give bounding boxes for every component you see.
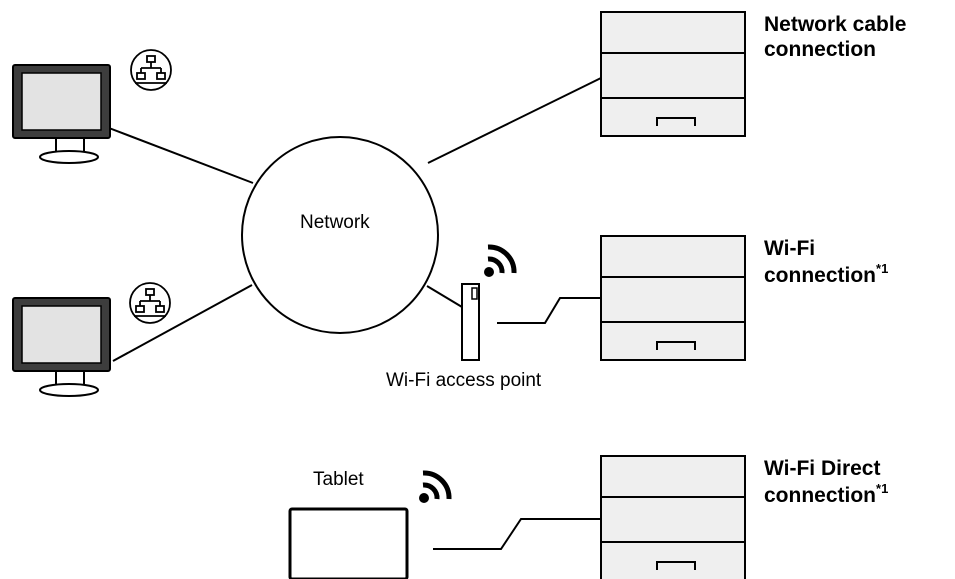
network-circle xyxy=(241,136,439,334)
access-point-icon xyxy=(461,283,480,361)
computer-icon xyxy=(12,297,111,397)
line-network-printer1 xyxy=(427,77,602,164)
wifi-direct-connection-line1: Wi-Fi Direct xyxy=(764,457,881,480)
wifi-direct-connection-footnote: *1 xyxy=(876,481,889,497)
printer-icon xyxy=(600,11,746,137)
wifi-connection-line2-wrap: connection*1 xyxy=(764,261,888,288)
line-computer1-network xyxy=(108,127,254,184)
wireless-link-accesspoint-printer2 xyxy=(497,297,601,324)
wifi-connection-label: Wi-Fi connection*1 xyxy=(764,236,888,288)
connection-lines xyxy=(108,77,602,550)
line-computer2-network xyxy=(112,284,253,362)
wifi-direct-connection-line2: connection xyxy=(764,484,877,508)
wifi-signal-icon xyxy=(484,244,517,277)
wifi-access-point-label: Wi-Fi access point xyxy=(386,370,542,391)
wifi-direct-connection-label: Wi-Fi Direct connection*1 xyxy=(764,456,888,508)
network-label: Network xyxy=(300,212,370,233)
printer-icon xyxy=(600,235,746,361)
printer-icon xyxy=(600,455,746,579)
wifi-direct-connection-line2-wrap: connection*1 xyxy=(764,481,888,508)
wifi-connection-footnote: *1 xyxy=(876,261,889,277)
line-network-accesspoint xyxy=(426,285,463,308)
network-icon xyxy=(130,49,172,91)
wifi-connection-line2: connection xyxy=(764,264,877,288)
wifi-connection-line1: Wi-Fi xyxy=(764,237,816,260)
tablet-icon xyxy=(288,507,409,579)
network-icon xyxy=(129,282,171,324)
computer-icon xyxy=(12,64,111,164)
wifi-signal-icon xyxy=(419,470,452,503)
network-cable-connection-line1: Network cable xyxy=(764,13,907,36)
tablet-label: Tablet xyxy=(313,469,364,490)
network-cable-connection-line2: connection xyxy=(764,38,877,62)
network-cable-connection-label: Network cable connection xyxy=(764,12,906,62)
wireless-link-tablet-printer3 xyxy=(433,518,601,550)
